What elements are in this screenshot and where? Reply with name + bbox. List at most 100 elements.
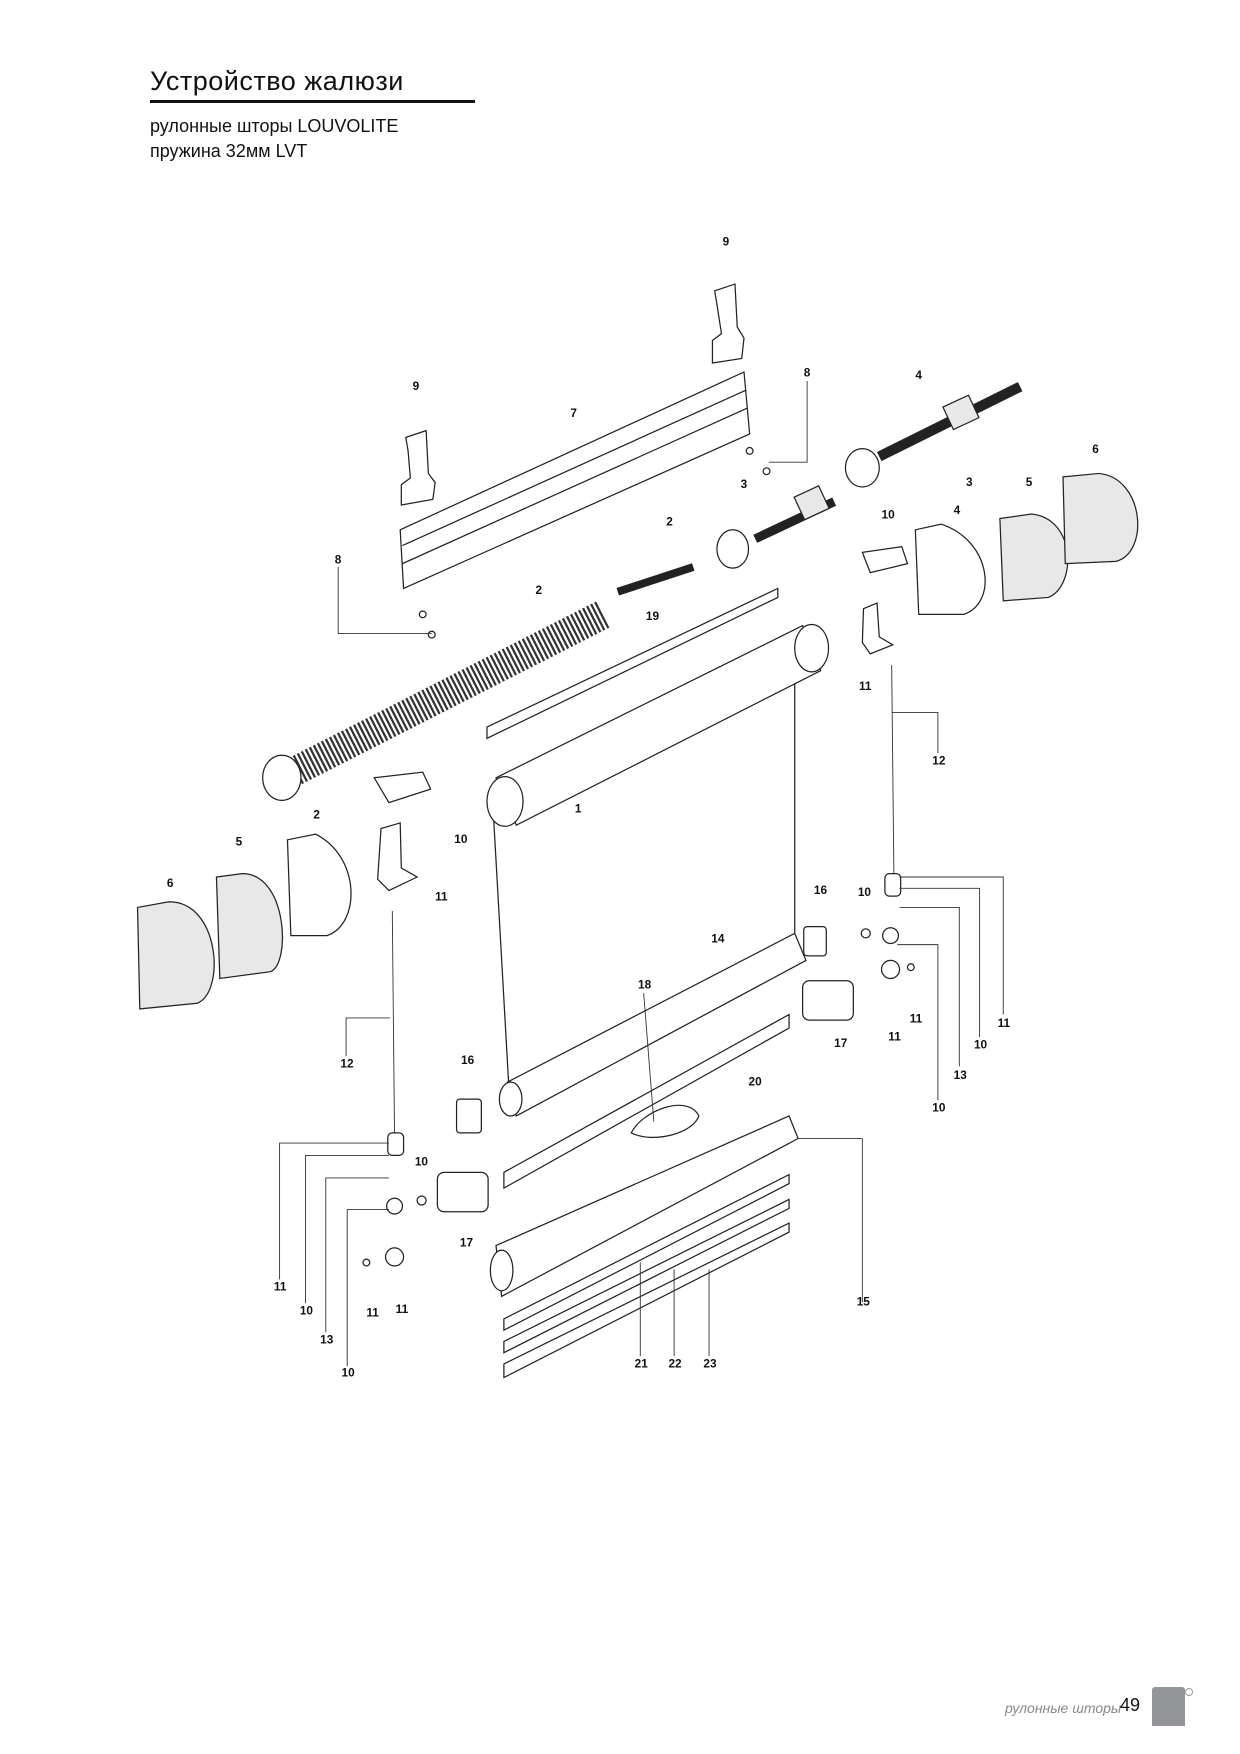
label-15: 15 [857,1294,871,1308]
handle-18 [630,1104,700,1139]
control-3 [716,529,750,569]
bracket-plate-4-right [914,523,986,615]
leader-line [305,1154,389,1304]
spring-end-cap-2 [262,754,302,801]
bracket-11 [377,822,419,892]
label-10: 10 [300,1303,314,1317]
label-5: 5 [236,834,243,848]
end-cap-6-left [136,901,215,1010]
label-11: 11 [998,1016,1011,1030]
label-11: 11 [888,1029,901,1043]
leader-line [899,906,960,1067]
label-11: 11 [435,890,448,904]
label-11: 11 [366,1306,379,1320]
label-14: 14 [711,931,725,945]
page-number: 49 [1120,1695,1141,1715]
label-11: 11 [910,1011,923,1025]
label-9: 9 [413,379,420,393]
headrail-7 [399,371,751,590]
part-detail [793,484,830,521]
label-8: 8 [335,553,342,567]
end-clip-16-left [455,1098,482,1134]
label-11: 11 [859,679,872,693]
chain-stop-11-right [880,959,901,980]
strip-20 [503,1013,790,1190]
end-cap-5-left [215,872,284,980]
label-13: 13 [320,1333,334,1347]
subtitle-product: рулонные шторы LOUVOLITE [150,116,399,136]
chain-stop-13 [386,1197,404,1215]
label-4: 4 [915,368,922,382]
leader-line [346,1209,389,1367]
leader-line [899,887,981,1038]
label-7: 7 [570,406,577,420]
leader-line [345,1017,391,1057]
chain-12-right [891,665,895,878]
leader-line [643,993,655,1122]
screw-8 [762,467,771,476]
strip-22 [503,1198,790,1354]
end-clip-16-right [803,925,827,957]
footer-section: рулонные шторы [1005,1700,1122,1716]
label-21: 21 [635,1356,649,1370]
label-3: 3 [966,475,973,489]
bottom-bar-15 [495,1115,799,1298]
subtitle-mechanism: пружина 32мм LVT [150,141,308,161]
part-detail [884,872,902,897]
strip-19 [486,587,779,740]
label-17: 17 [834,1036,848,1050]
end-cap-6-right [1062,472,1139,565]
part-detail [489,1249,514,1292]
leader-line [402,389,747,547]
part-detail [387,1132,405,1157]
label-12: 12 [932,753,946,767]
bracket-plate-4-left [286,833,352,937]
spring-tube-2 [288,601,610,785]
bracket-10-right [861,546,909,574]
end-cap-5-right [999,513,1069,602]
label-10: 10 [932,1100,946,1114]
end-cap-17-left [436,1171,489,1213]
label-3: 3 [741,477,748,491]
chain-12-left [391,910,396,1137]
screw-11 [362,1258,371,1267]
label-6: 6 [1092,442,1099,456]
label-11: 11 [274,1280,287,1294]
label-10: 10 [974,1037,988,1051]
end-cap-17-right [801,980,854,1021]
label-6: 6 [167,876,174,890]
part-detail [498,1081,523,1117]
chain-stop-13-right [882,927,900,945]
label-23: 23 [703,1356,717,1370]
leader-line [325,1177,389,1333]
strip-21 [503,1173,790,1332]
title-underline [150,100,475,103]
bracket-9-left [400,429,436,506]
leader-line [891,711,939,754]
label-11: 11 [396,1302,409,1316]
screw-11-right [906,963,915,972]
part-detail [486,776,524,827]
label-20: 20 [749,1075,763,1089]
screw-8 [745,446,754,455]
label-4: 4 [954,503,961,517]
screw-10-right [860,928,871,939]
page-title: Устройство жалюзи [150,66,404,96]
part-detail [794,623,830,673]
label-12: 12 [340,1057,354,1071]
label-10: 10 [858,885,872,899]
label-5: 5 [1026,475,1033,489]
label-16: 16 [461,1053,475,1067]
leader-line [899,876,1004,1015]
page-tab-dot [1185,1688,1193,1696]
part-detail [942,394,980,431]
screw-8 [418,610,427,619]
label-17: 17 [460,1236,474,1250]
bracket-9-top [711,283,745,364]
label-10: 10 [454,832,468,846]
screw-10 [416,1195,427,1206]
label-10: 10 [342,1365,356,1379]
leader-line [768,381,808,463]
small-spring-2 [616,563,695,596]
